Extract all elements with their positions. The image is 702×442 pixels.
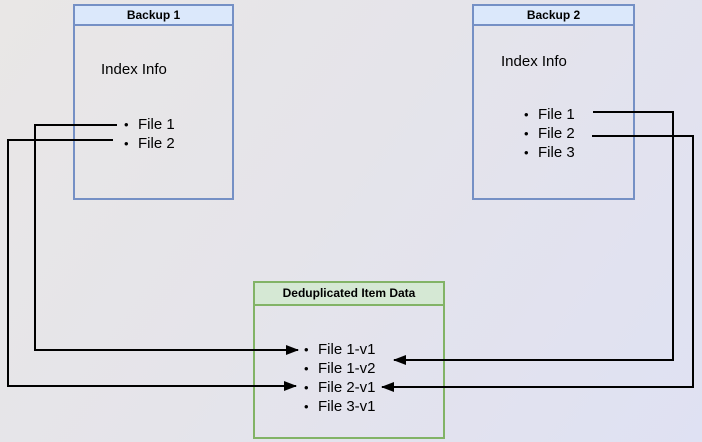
backup1-file-label: File 2 (138, 135, 175, 152)
backup2-file-list: • File 1 • File 2 • File 3 (524, 105, 575, 162)
bullet-icon: • (304, 342, 309, 357)
backup1-index-info-label: Index Info (101, 61, 167, 78)
backup2-title: Backup 2 (474, 6, 633, 26)
bullet-icon: • (304, 399, 309, 414)
list-item: • File 1-v2 (304, 359, 376, 378)
bullet-icon: • (524, 126, 529, 141)
list-item: • File 1 (524, 105, 575, 124)
bullet-icon: • (304, 380, 309, 395)
list-item: • File 3-v1 (304, 397, 376, 416)
bullet-icon: • (124, 136, 129, 151)
backup1-file-list: • File 1 • File 2 (124, 115, 175, 153)
backup1-title: Backup 1 (75, 6, 232, 26)
list-item: • File 1 (124, 115, 175, 134)
bullet-icon: • (124, 117, 129, 132)
backup2-file-label: File 1 (538, 106, 575, 123)
backup2-index-info-label: Index Info (501, 53, 567, 70)
backup1-file-label: File 1 (138, 116, 175, 133)
deduplicated-item-data-title: Deduplicated Item Data (255, 283, 443, 306)
bullet-icon: • (304, 361, 309, 376)
backup2-box: Backup 2 (472, 4, 635, 200)
list-item: • File 2 (124, 134, 175, 153)
list-item: • File 2 (524, 124, 575, 143)
dedup-item-list: • File 1-v1 • File 1-v2 • File 2-v1 • Fi… (304, 340, 376, 416)
backup2-file-label: File 3 (538, 144, 575, 161)
backup2-file-label: File 2 (538, 125, 575, 142)
list-item: • File 2-v1 (304, 378, 376, 397)
dedup-item-label: File 1-v2 (318, 360, 376, 377)
backup1-box: Backup 1 (73, 4, 234, 200)
dedup-item-label: File 3-v1 (318, 398, 376, 415)
list-item: • File 3 (524, 143, 575, 162)
dedup-item-label: File 2-v1 (318, 379, 376, 396)
list-item: • File 1-v1 (304, 340, 376, 359)
dedup-item-label: File 1-v1 (318, 341, 376, 358)
bullet-icon: • (524, 145, 529, 160)
bullet-icon: • (524, 107, 529, 122)
